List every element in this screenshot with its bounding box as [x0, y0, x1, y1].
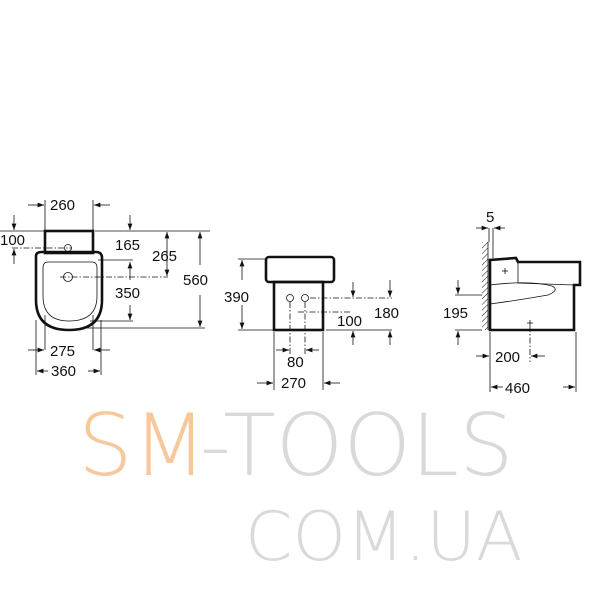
bowl-outline: [34, 250, 104, 332]
dim-360: 360: [51, 363, 76, 380]
dim-195: 195: [443, 305, 468, 322]
dim-275: 275: [50, 343, 75, 360]
dim-80: 80: [287, 354, 304, 371]
dim-390: 390: [224, 289, 249, 306]
dim-100: 100: [0, 232, 25, 249]
watermark-domain: COM.UA: [245, 498, 523, 577]
watermark-sm: SM: [78, 396, 207, 496]
rear-top: [264, 255, 336, 284]
watermark: SM -TOOLS COM.UA: [78, 396, 523, 577]
dim-260: 260: [50, 197, 75, 214]
front-view: 260 100 165 265 350 560 275 360: [0, 197, 210, 380]
dim-460: 460: [505, 380, 530, 397]
dim-265: 265: [152, 248, 177, 265]
wall-hatch: [482, 242, 488, 330]
dim-560: 560: [183, 272, 208, 289]
dim-5: 5: [486, 209, 494, 226]
dim-270: 270: [281, 375, 306, 392]
side-body: [488, 256, 582, 332]
dim-165: 165: [115, 237, 140, 254]
watermark-tools: -TOOLS: [200, 396, 514, 496]
rear-view: 390 100 180 80 270: [224, 255, 399, 392]
dim-180: 180: [374, 305, 399, 322]
dim-350: 350: [115, 285, 140, 302]
side-view: 5 195 200 460: [443, 209, 582, 397]
dim-100-rear: 100: [337, 313, 362, 330]
tank-block: [43, 229, 95, 255]
dim-200: 200: [495, 349, 520, 366]
rear-body: [272, 280, 325, 332]
